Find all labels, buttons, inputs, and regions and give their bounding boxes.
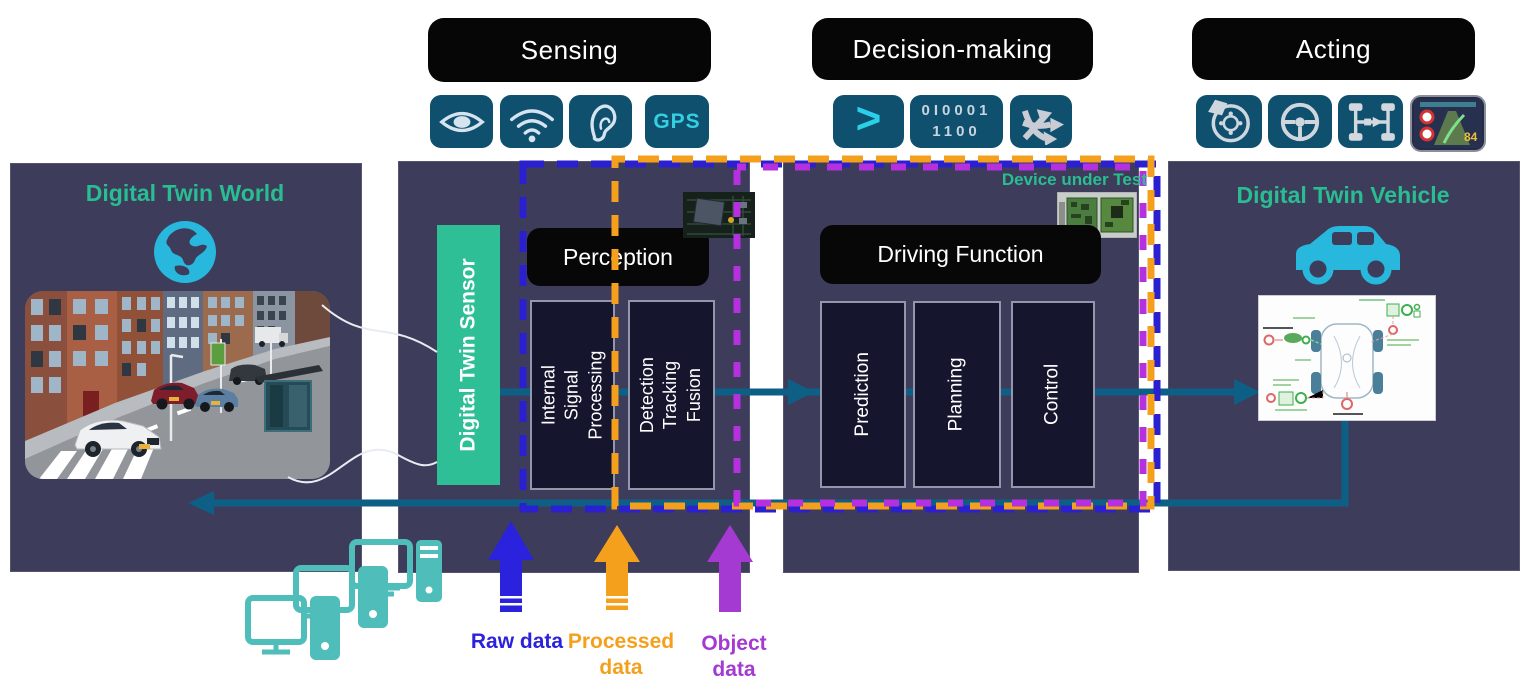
binary-line-2: 1100 — [932, 122, 981, 140]
binary-line-1: 0I0001 — [921, 102, 992, 120]
globe-icon — [154, 221, 216, 283]
gps-icon-label: GPS — [653, 109, 701, 133]
detection-tracking-fusion-box: Detection Tracking Fusion — [628, 300, 715, 490]
eye-icon — [430, 95, 493, 148]
chip-photo-image — [683, 192, 755, 238]
sensing-header: Sensing — [428, 18, 711, 82]
acting-header-label: Acting — [1295, 33, 1372, 64]
street-truck — [255, 327, 288, 347]
planning-box: Planning — [913, 301, 1001, 488]
brake-icon — [1196, 95, 1262, 148]
object-data-arrow — [707, 525, 753, 612]
binary-code-text: 0I0001 1100 — [922, 101, 992, 142]
driving-function-box: Driving Function — [820, 225, 1101, 284]
processed-data-scope-rect — [611, 155, 1155, 510]
vehicle-panel-title: Digital Twin Vehicle — [1236, 182, 1450, 208]
internal-signal-processing-box: Internal Signal Processing — [530, 300, 615, 490]
vehicle-dynamics-diagram-image — [1258, 295, 1436, 421]
forward-arrowhead-into-driving-function — [788, 379, 814, 405]
dashboard-display-icon: 84 — [1410, 95, 1486, 152]
ear-icon-glyph — [590, 103, 616, 142]
brake-icon-glyph — [1208, 99, 1250, 143]
digital-twin-sensor-box: Digital Twin Sensor — [437, 225, 500, 485]
steering-wheel-icon — [1268, 95, 1332, 148]
feedback-arrowhead-into-world — [188, 491, 214, 515]
street-red-car — [151, 382, 198, 410]
control-box: Control — [1011, 301, 1095, 488]
street-blue-car — [195, 388, 238, 412]
street-bus-shelter — [255, 365, 323, 432]
steering-wheel-glyph — [1280, 102, 1320, 141]
drivetrain-glyph — [1348, 102, 1395, 141]
branching-arrows-icon — [1010, 95, 1072, 148]
world-panel-title: Digital Twin World — [85, 180, 285, 206]
processed-data-label: Processed data — [567, 630, 675, 679]
device-under-test-label: Device under Test — [1001, 170, 1147, 189]
prediction-box: Prediction — [820, 301, 906, 488]
eye-icon-glyph — [438, 111, 485, 132]
acting-header: Acting — [1192, 18, 1475, 80]
object-data-scope-rect — [733, 163, 1147, 507]
wifi-icon — [500, 95, 563, 148]
sensing-header-label: Sensing — [520, 34, 619, 65]
computer-icon-3 — [245, 595, 340, 660]
binary-code-icon: 0I0001 1100 — [910, 95, 1003, 148]
diagram-left-cluster — [1263, 317, 1322, 361]
raw-data-label: Raw data — [470, 630, 564, 653]
greater-than-icon: > — [833, 95, 904, 148]
car-icon — [1296, 226, 1400, 285]
greater-than-glyph: > — [855, 95, 882, 143]
branching-arrows-glyph — [1021, 108, 1064, 145]
gps-icon: GPS — [645, 95, 709, 148]
decision-making-header-label: Decision-making — [852, 33, 1053, 64]
object-data-label: Object data — [701, 632, 767, 681]
decision-making-header: Decision-making — [812, 18, 1093, 80]
processed-data-arrow — [594, 525, 640, 610]
forward-arrowhead-into-vehicle — [1234, 379, 1260, 405]
street-white-car — [74, 419, 162, 457]
svg-text:84: 84 — [1464, 130, 1478, 144]
diagram-top-right-cluster — [1359, 299, 1421, 346]
street-scene-image — [25, 291, 330, 479]
diagram-bottom-left-cluster — [1266, 379, 1324, 411]
ear-icon — [569, 95, 632, 148]
driving-function-label: Driving Function — [877, 241, 1044, 267]
drivetrain-icon — [1338, 95, 1403, 148]
raw-data-arrow — [488, 521, 534, 612]
dashboard-display-glyph: 84 — [1414, 99, 1482, 148]
wifi-icon-glyph — [509, 108, 554, 142]
